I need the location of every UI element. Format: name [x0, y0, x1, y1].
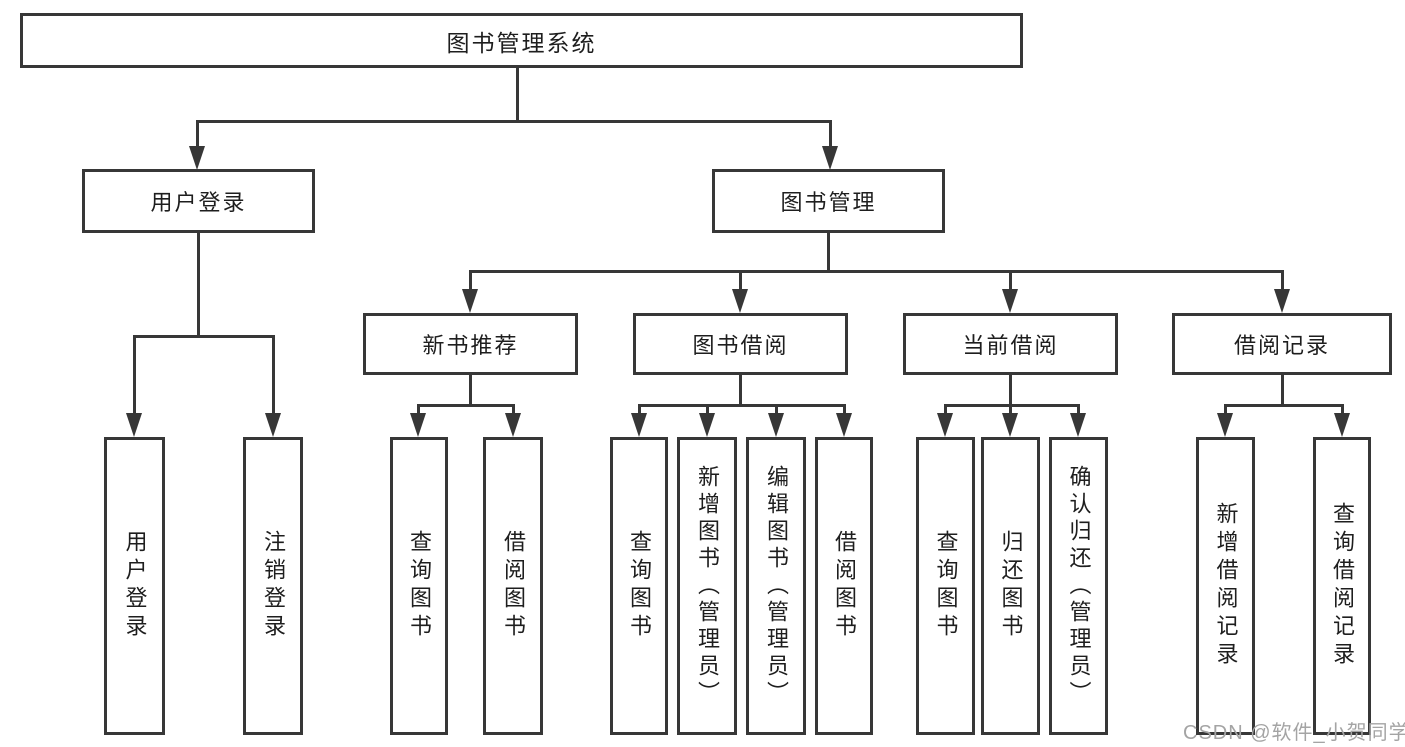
- arrow-down-icon: [126, 413, 142, 437]
- arrow-down-icon: [462, 289, 478, 313]
- connector-line: [196, 120, 832, 123]
- leaf-return-books: 归还图书: [981, 437, 1040, 735]
- connector-line: [1281, 375, 1284, 407]
- connector-line: [417, 404, 420, 418]
- node-book-borrowing: 图书借阅: [633, 313, 848, 375]
- arrow-down-icon: [768, 413, 784, 437]
- node-new-book-recommend: 新书推荐: [363, 313, 578, 375]
- arrow-down-icon: [699, 413, 715, 437]
- connector-line: [1224, 404, 1227, 418]
- leaf-borrow-books-borrowing: 借阅图书: [815, 437, 873, 735]
- connector-line: [469, 375, 472, 407]
- connector-line: [638, 404, 641, 418]
- leaf-user-login: 用户登录: [104, 437, 165, 735]
- leaf-edit-books-admin: 编辑图书（管理员）: [746, 437, 806, 735]
- leaf-confirm-return-admin: 确认归还（管理员）: [1049, 437, 1108, 735]
- leaf-add-books-admin: 新增图书（管理员）: [677, 437, 737, 735]
- connector-line: [1224, 404, 1344, 407]
- connector-line: [775, 404, 778, 418]
- connector-line: [739, 270, 742, 295]
- arrow-down-icon: [836, 413, 852, 437]
- arrow-down-icon: [1002, 413, 1018, 437]
- connector-line: [417, 404, 515, 407]
- node-current-borrowing: 当前借阅: [903, 313, 1118, 375]
- arrow-down-icon: [631, 413, 647, 437]
- connector-line: [469, 270, 472, 295]
- connector-line: [706, 404, 709, 418]
- arrow-down-icon: [1217, 413, 1233, 437]
- arrow-down-icon: [505, 413, 521, 437]
- leaf-add-borrow-record: 新增借阅记录: [1196, 437, 1255, 735]
- arrow-down-icon: [1274, 289, 1290, 313]
- node-borrowing-records: 借阅记录: [1172, 313, 1392, 375]
- connector-line: [843, 404, 846, 418]
- connector-line: [1009, 404, 1012, 418]
- arrow-down-icon: [1334, 413, 1350, 437]
- connector-line: [1009, 375, 1012, 407]
- connector-line: [829, 120, 832, 150]
- leaf-query-books-newrec: 查询图书: [390, 437, 448, 735]
- arrow-down-icon: [822, 146, 838, 170]
- leaf-logout: 注销登录: [243, 437, 303, 735]
- connector-line: [1077, 404, 1080, 418]
- connector-line: [1281, 270, 1284, 295]
- connector-line: [133, 335, 136, 417]
- connector-line: [944, 404, 1080, 407]
- leaf-query-borrow-record: 查询借阅记录: [1313, 437, 1371, 735]
- arrow-down-icon: [1002, 289, 1018, 313]
- leaf-query-books-current: 查询图书: [916, 437, 975, 735]
- connector-line: [197, 233, 200, 337]
- arrow-down-icon: [732, 289, 748, 313]
- connector-line: [516, 68, 519, 123]
- connector-line: [1009, 270, 1012, 295]
- node-user-login: 用户登录: [82, 169, 315, 233]
- arrow-down-icon: [189, 146, 205, 170]
- connector-line: [1341, 404, 1344, 418]
- csdn-watermark: CSDN @软件_小贺同学: [1183, 722, 1405, 744]
- connector-line: [469, 270, 1283, 273]
- arrow-down-icon: [410, 413, 426, 437]
- node-book-management: 图书管理: [712, 169, 945, 233]
- connector-line: [739, 375, 742, 407]
- connector-line: [196, 120, 199, 150]
- connector-line: [133, 335, 275, 338]
- leaf-query-books-borrowing: 查询图书: [610, 437, 668, 735]
- arrow-down-icon: [1070, 413, 1086, 437]
- connector-line: [944, 404, 947, 418]
- connector-line: [272, 335, 275, 417]
- arrow-down-icon: [937, 413, 953, 437]
- arrow-down-icon: [265, 413, 281, 437]
- connector-line: [827, 233, 830, 273]
- node-root-library-system: 图书管理系统: [20, 13, 1023, 68]
- connector-line: [638, 404, 846, 407]
- connector-line: [512, 404, 515, 418]
- leaf-borrow-books-newrec: 借阅图书: [483, 437, 543, 735]
